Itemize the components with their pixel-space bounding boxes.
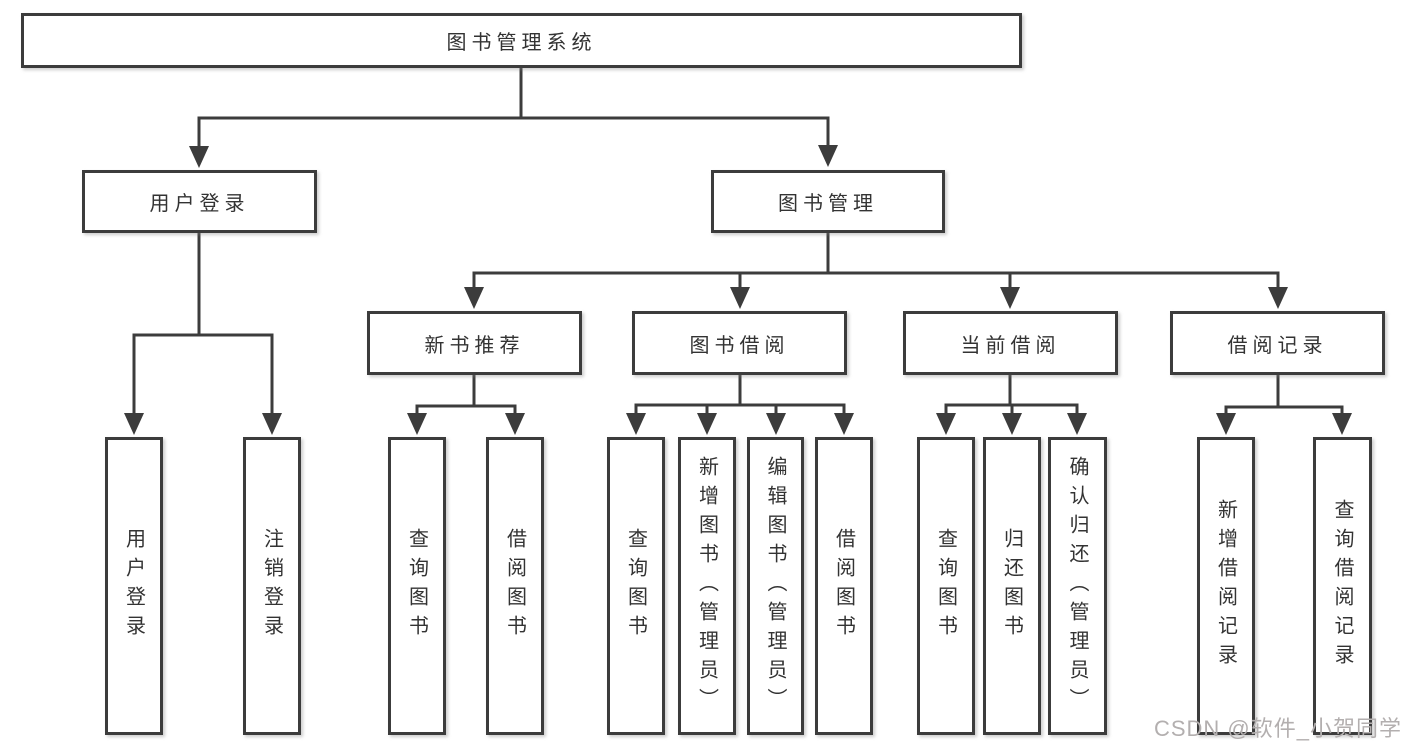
connector-bookmgmt-level3: [472, 231, 1280, 293]
connector-records-leaves: [1224, 373, 1344, 419]
leaf-add-books-admin: 新增图书（管理员）: [678, 437, 736, 735]
node-library-system: 图书管理系统: [21, 13, 1022, 68]
node-user-login-group: 用户登录: [82, 170, 317, 233]
leaf-edit-books-admin: 编辑图书（管理员）: [747, 437, 804, 735]
arrowheads: [124, 145, 1352, 435]
node-book-borrowing: 图书借阅: [632, 311, 847, 375]
leaf-query-books-recommend: 查询图书: [388, 437, 446, 735]
leaf-user-login: 用户登录: [105, 437, 163, 735]
leaf-add-borrow-record: 新增借阅记录: [1197, 437, 1255, 735]
node-borrowing-records: 借阅记录: [1170, 311, 1385, 375]
connector-borrowing-leaves: [634, 373, 846, 419]
leaf-query-books-current: 查询图书: [917, 437, 975, 735]
leaf-query-books-borrowing: 查询图书: [607, 437, 665, 735]
connector-userlogin-leaves: [132, 231, 274, 419]
connector-root-level2: [197, 66, 830, 152]
connector-recommend-leaves: [415, 373, 517, 419]
connector-current-leaves: [944, 373, 1079, 419]
node-book-management: 图书管理: [711, 170, 945, 233]
leaf-borrow-books-borrowing: 借阅图书: [815, 437, 873, 735]
node-current-borrowing: 当前借阅: [903, 311, 1118, 375]
leaf-logout: 注销登录: [243, 437, 301, 735]
leaf-query-borrow-record: 查询借阅记录: [1313, 437, 1372, 735]
leaf-return-books: 归还图书: [983, 437, 1041, 735]
leaf-borrow-books-recommend: 借阅图书: [486, 437, 544, 735]
node-new-book-recommend: 新书推荐: [367, 311, 582, 375]
leaf-confirm-return-admin: 确认归还（管理员）: [1048, 437, 1107, 735]
